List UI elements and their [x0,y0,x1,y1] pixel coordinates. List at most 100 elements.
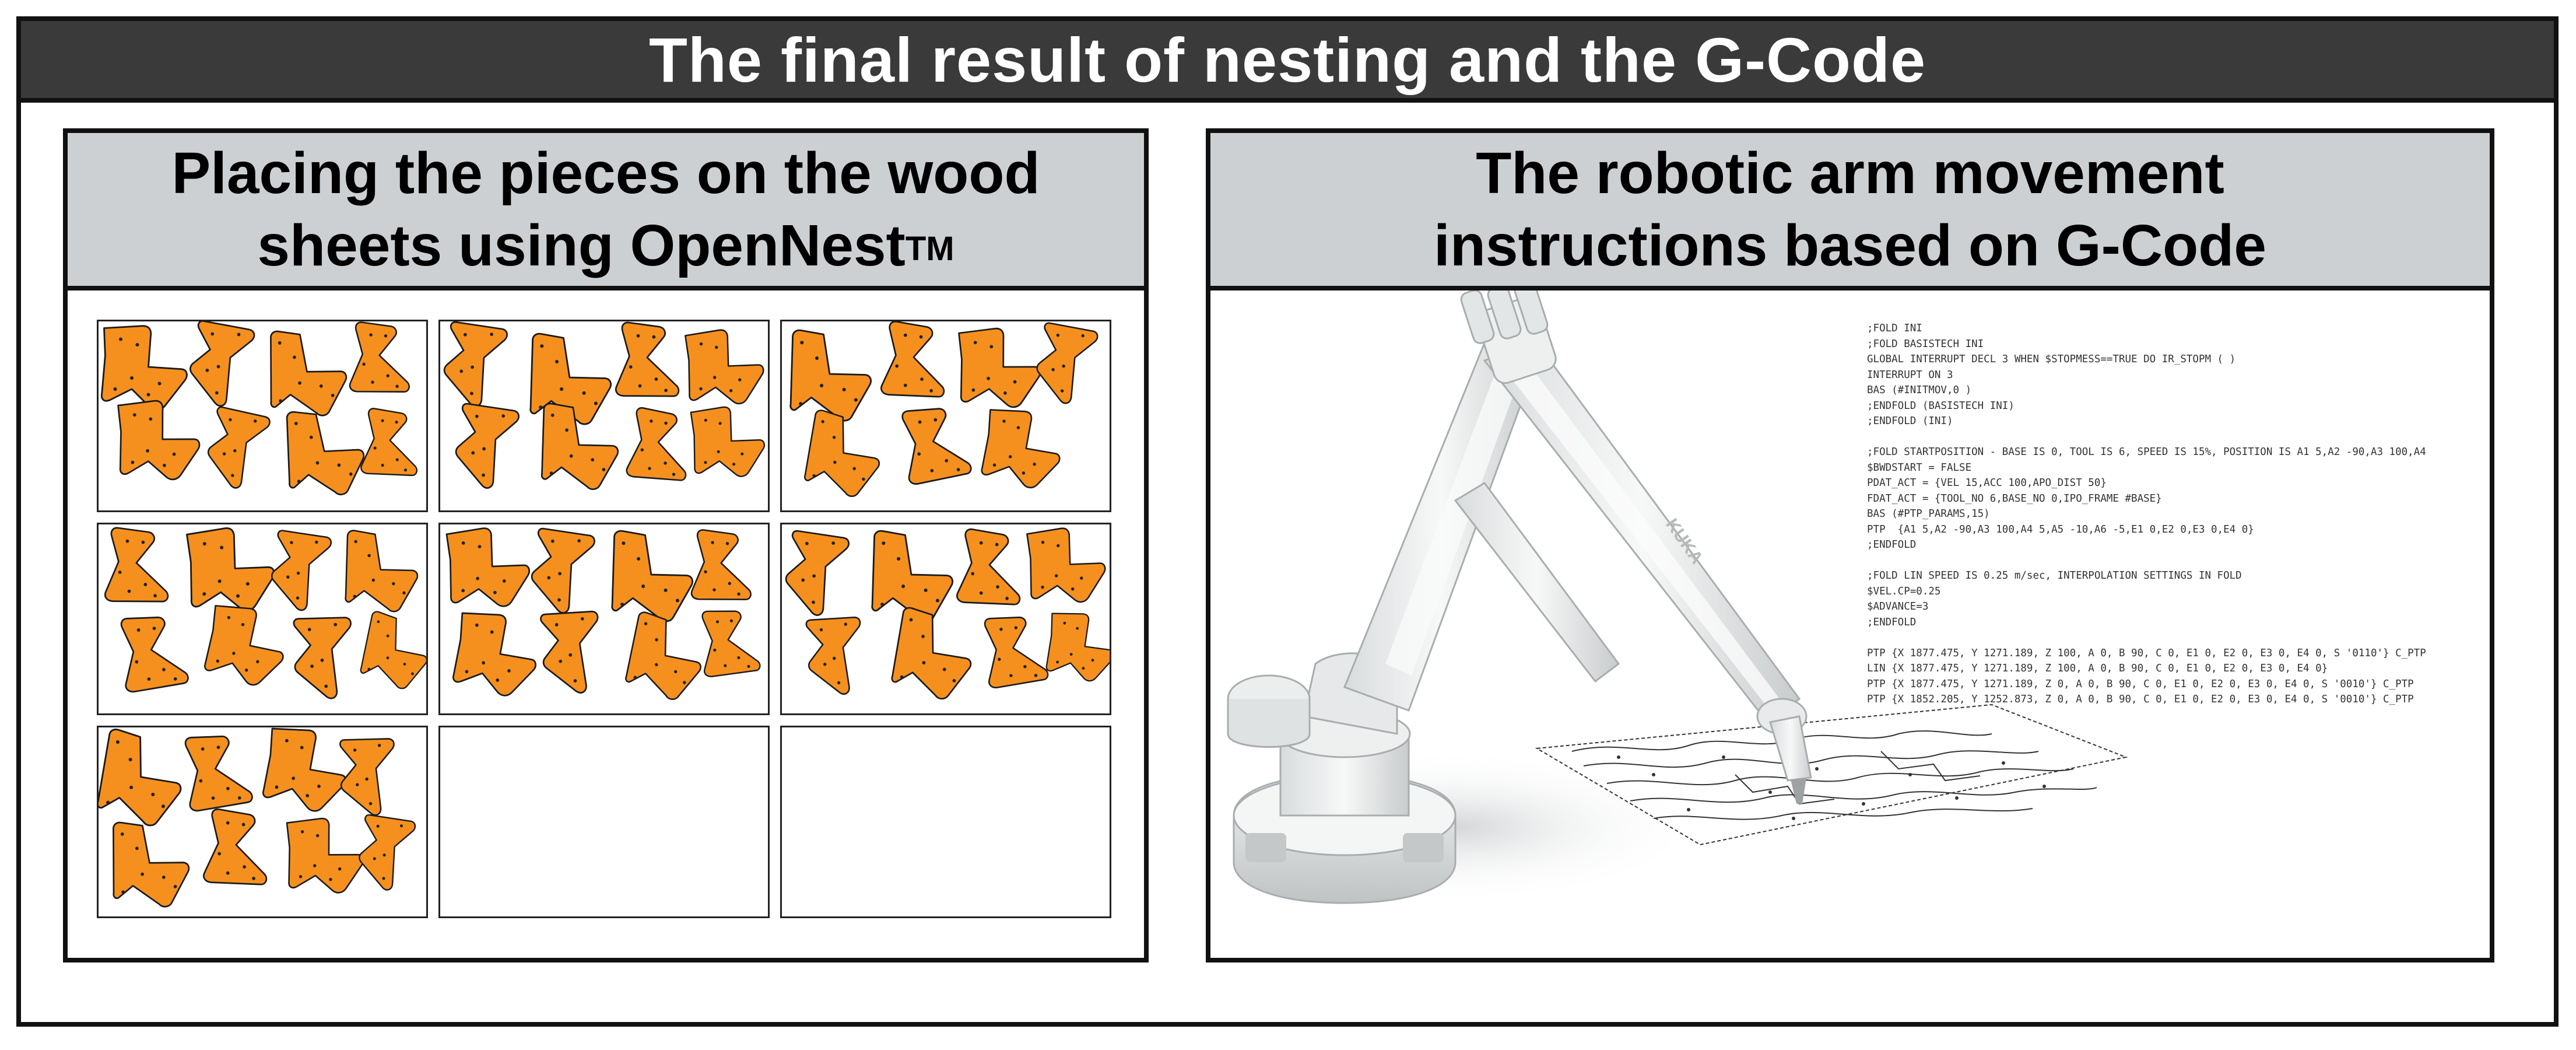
drill-hole [371,380,374,384]
piece-outline [984,617,1049,688]
drill-hole [384,334,388,338]
drill-hole [118,570,122,574]
drill-hole [987,376,990,380]
piece-outline [286,411,365,496]
drill-hole [582,391,586,395]
drill-hole [501,414,506,418]
drill-hole [310,664,314,668]
nested-piece [984,617,1049,688]
drill-hole [1009,674,1013,677]
drill-hole [382,877,385,880]
drill-hole [297,480,301,484]
drill-hole [999,628,1003,631]
drill-hole [1080,576,1083,580]
drill-hole [482,447,486,451]
drill-hole [141,540,145,544]
piece-outline [203,808,268,886]
nested-piece [186,527,275,611]
drill-hole [135,660,139,664]
gcode-line: PTP {X 1852.205, Y 1252.873, Z 0, A 0, B… [1867,694,2414,705]
drill-hole [157,382,162,386]
drill-hole [577,539,581,542]
drill-hole [979,591,983,595]
wood-sheet [438,726,770,918]
piece-outline [271,530,332,611]
piece-outline [113,821,190,908]
piece-outline [117,400,201,481]
drill-hole [664,421,668,425]
piece-outline [901,408,972,485]
wood-sheet [780,523,1111,715]
drill-hole [554,623,559,626]
drill-hole [376,824,380,828]
drill-hole [356,783,359,786]
drill-hole [1091,659,1094,662]
drill-hole [547,576,551,580]
piece-outline [690,406,765,477]
gcode-line: ;FOLD LIN SPEED IS 0.25 m/sec, INTERPOLA… [1867,570,2242,582]
drill-hole [373,446,377,450]
drill-hole [1014,626,1018,629]
drill-hole [373,857,376,860]
robot-upper-arm: KUKA [1460,290,1801,724]
gcode-line: BAS (#PTP_PARAMS,15) [1867,508,1990,520]
drill-hole [930,469,934,473]
gcode-line: PTP {X 1877.475, Y 1271.189, Z 100, A 0,… [1867,647,2426,659]
drill-hole [163,463,166,467]
drill-hole [353,594,356,598]
drill-hole [919,335,923,339]
drill-hole [737,592,740,596]
drill-hole [1060,389,1064,393]
wood-sheet [97,726,428,918]
wood-sheet [780,320,1111,512]
robot-wrist [1756,698,1812,804]
drill-hole [252,876,255,880]
drill-hole [717,450,720,453]
drill-hole [232,652,236,655]
drill-hole [211,796,215,800]
drill-hole [1062,364,1065,368]
drill-hole [493,590,497,594]
piece-outline [360,611,426,690]
nested-piece [626,407,687,481]
drill-hole [636,334,640,338]
gcode-panel: The robotic arm movement instructions ba… [1206,128,2494,963]
drill-hole [672,473,676,476]
drill-hole [245,582,250,586]
drill-hole [278,341,282,345]
nesting-heading-line2: sheets using OpenNest [257,213,906,278]
drill-hole [395,384,399,388]
piece-outline [956,528,1021,606]
drill-hole [507,669,511,673]
drill-hole [971,388,975,392]
piece-outline [189,321,255,407]
nesting-panel: Placing the pieces on the wood sheets us… [63,128,1149,963]
drill-hole [290,541,293,544]
drill-hole [222,452,226,456]
drill-hole [559,659,563,663]
drill-hole [231,474,234,477]
drill-hole [654,377,658,381]
drill-hole [901,584,906,589]
nested-piece [203,808,268,886]
drill-hole [554,359,559,364]
drill-hole [812,600,815,604]
drill-hole [812,474,816,478]
drill-hole [560,387,564,391]
drill-hole [580,617,584,621]
drill-hole [729,619,733,622]
drill-hole [465,670,469,674]
drill-hole [381,464,384,467]
gcode-line: FDAT_ACT = {TOOL_NO 6,BASE_NO 0,IPO_FRAM… [1867,492,2162,505]
drill-hole [602,468,606,471]
gcode-line: ;ENDFOLD [1867,539,1917,551]
drill-hole [319,384,323,388]
drill-hole [233,449,237,453]
drill-hole [638,384,642,388]
drill-hole [1034,674,1038,677]
piece-outline [452,612,536,696]
drill-hole [740,452,744,456]
drill-hole [471,451,475,455]
drill-hole [253,419,257,423]
